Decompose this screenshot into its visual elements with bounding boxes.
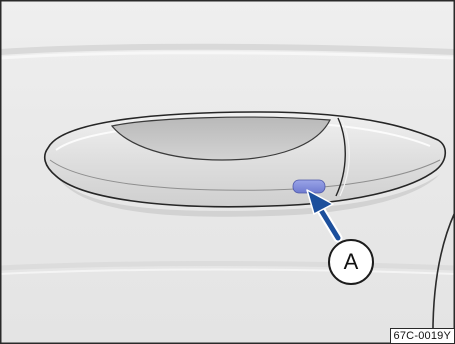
figure-code: 67C-0019Y xyxy=(390,328,454,343)
callout-label-a: A xyxy=(328,239,374,285)
